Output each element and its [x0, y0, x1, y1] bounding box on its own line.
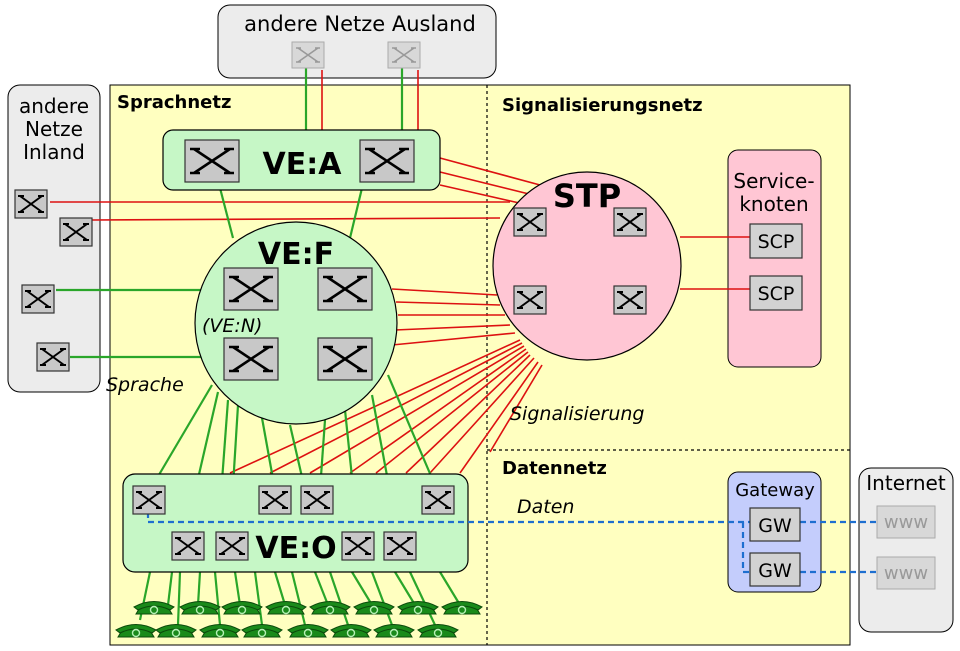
stp-switch-4-icon: [613, 285, 647, 315]
foreign-switch-1-icon: [291, 41, 325, 69]
foreign-switch-2-icon: [387, 41, 421, 69]
gw-2-box: [749, 552, 801, 587]
gw-2-label: GW: [758, 560, 792, 582]
gateway-label: Gateway: [735, 480, 815, 501]
domestic-networks-label-1: andere: [19, 94, 89, 118]
www-1-label: www: [884, 512, 928, 533]
ve-o-switch-5-icon: [171, 531, 205, 561]
domestic-switch-1-icon: [14, 189, 48, 219]
stp-switch-3-icon: [513, 285, 547, 315]
domestic-switch-3-icon: [21, 284, 55, 314]
ve-o-switch-6-icon: [215, 531, 249, 561]
foreign-networks-box: [217, 4, 497, 79]
internet-label: Internet: [866, 471, 946, 495]
ve-o-switch-7-icon: [341, 531, 375, 561]
ve-n-label: (VE:N): [202, 315, 262, 337]
ve-o-switch-3-icon: [300, 485, 334, 515]
gw-1-label: GW: [758, 515, 792, 537]
domestic-switch-4-icon: [36, 342, 70, 372]
signaling-link-label: Signalisierung: [510, 403, 644, 425]
foreign-networks-label: andere Netze Ausland: [244, 12, 476, 36]
data-net-label: Datennetz: [502, 458, 607, 479]
ve-o-switch-1-icon: [132, 485, 166, 515]
scp-2-label: SCP: [758, 283, 795, 305]
voice-link-label: Sprache: [106, 374, 184, 396]
www-1-box: [876, 505, 936, 539]
ve-o-switch-4-icon: [421, 485, 455, 515]
ve-a-switch-left-icon: [183, 138, 241, 184]
data-link-label: Daten: [517, 496, 574, 518]
www-2-box: [876, 556, 936, 590]
ve-f-switch-2-icon: [316, 266, 374, 312]
ve-f-label: VE:F: [258, 237, 334, 272]
domestic-networks-label-2: Netze: [25, 117, 83, 141]
stp-switch-1-icon: [513, 207, 547, 237]
scp-1-box: [749, 223, 803, 259]
domestic-networks-label-3: Inland: [23, 140, 85, 164]
voice-net-label: Sprachnetz: [117, 92, 231, 113]
ve-f-switch-3-icon: [222, 336, 280, 382]
scp-2-box: [749, 275, 803, 311]
service-node-label-1: Service-: [733, 169, 814, 193]
ve-o-switch-8-icon: [383, 531, 417, 561]
gw-1-box: [749, 507, 801, 542]
scp-1-label: SCP: [758, 231, 795, 253]
service-node-label-2: knoten: [739, 192, 808, 216]
ve-a-label: VE:A: [263, 147, 343, 182]
ve-a-switch-right-icon: [358, 138, 416, 184]
signaling-net-label: Signalisierungsnetz: [502, 95, 703, 116]
stp-label: STP: [553, 177, 621, 215]
ve-f-switch-1-icon: [222, 266, 280, 312]
ve-o-switch-2-icon: [258, 485, 292, 515]
data-links: [146, 512, 880, 574]
ve-o-label: VE:O: [255, 531, 336, 566]
domestic-switch-2-icon: [59, 217, 93, 247]
domestic-networks-box: [7, 84, 101, 393]
www-2-label: www: [884, 563, 928, 584]
ve-f-switch-4-icon: [316, 336, 374, 382]
